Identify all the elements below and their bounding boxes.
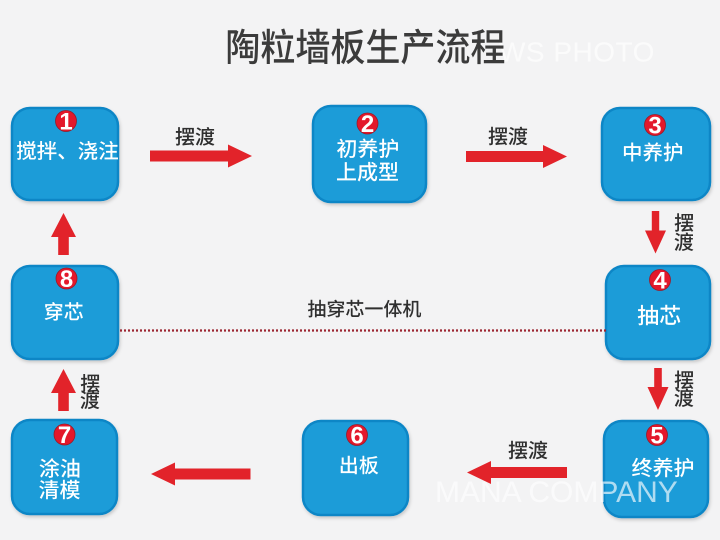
svg-text:1: 1 bbox=[59, 109, 72, 136]
svg-text:2: 2 bbox=[361, 111, 374, 138]
svg-text:3: 3 bbox=[648, 113, 661, 140]
svg-text:4: 4 bbox=[653, 268, 667, 295]
svg-text:6: 6 bbox=[350, 423, 363, 450]
svg-text:5: 5 bbox=[650, 423, 663, 450]
svg-text:8: 8 bbox=[60, 266, 73, 293]
svg-text:WS PHOTO: WS PHOTO bbox=[499, 37, 655, 68]
svg-text:7: 7 bbox=[58, 422, 71, 449]
svg-text:MANA COMPANY: MANA COMPANY bbox=[435, 476, 678, 509]
